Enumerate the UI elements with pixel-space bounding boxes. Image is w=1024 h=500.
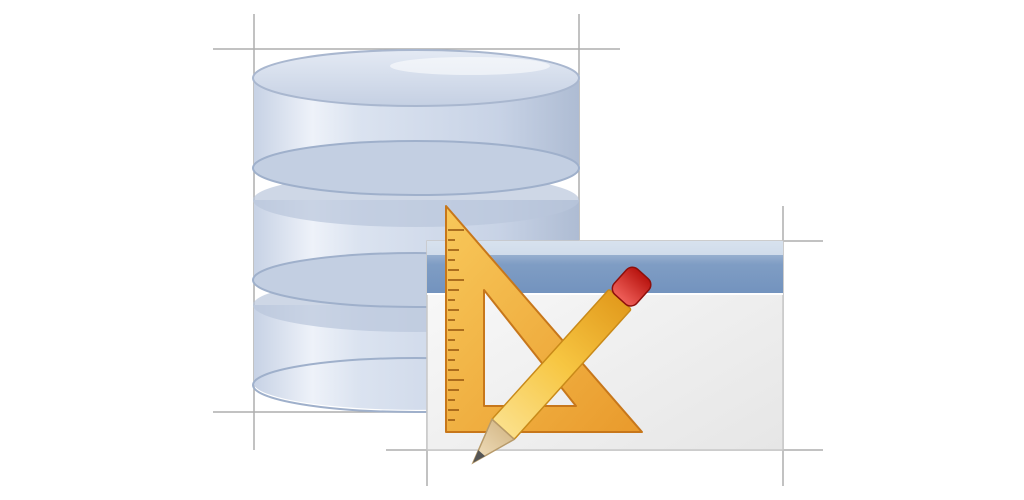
pencil-icon — [471, 266, 652, 465]
